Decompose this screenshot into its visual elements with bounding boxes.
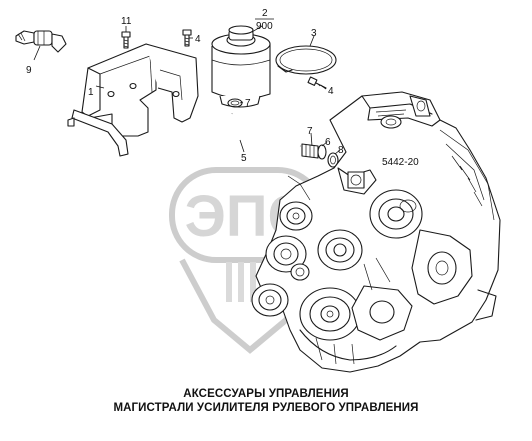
callout-part-3: 3	[311, 28, 317, 39]
callout-part-9: 9	[26, 65, 32, 76]
engine-model-code: 5442-20	[382, 157, 419, 168]
callout-labels: 9 1 11 4 2 900 3 4 7 5 7 6 8 5442-20	[26, 8, 419, 168]
diagram-title-line-1: АКСЕССУАРЫ УПРАВЛЕНИЯ	[183, 388, 349, 400]
callout-leaders	[33, 25, 341, 155]
hose-fitting-part-6	[301, 143, 319, 159]
clamp-band-part-3	[275, 45, 337, 75]
callout-part-8: 8	[338, 145, 344, 156]
callout-part-2-top: 2	[262, 8, 268, 19]
pressure-sensor-part-9	[15, 30, 67, 53]
engine-block	[251, 91, 501, 373]
callout-part-11: 11	[121, 16, 132, 27]
screw-part-4b	[307, 76, 327, 89]
hose-clamp-part-7a	[227, 98, 243, 108]
callout-part-4a: 4	[195, 34, 201, 45]
diagram-title-line-2: МАГИСТРАЛИ УСИЛИТЕЛЯ РУЛЕВОГО УПРАВЛЕНИЯ	[113, 402, 419, 414]
reservoir-bracket-part-1	[67, 43, 199, 157]
bolt-part-4a	[182, 29, 192, 47]
hose-clamp-part-7b	[317, 144, 327, 160]
callout-part-2-bottom: 900	[256, 21, 273, 32]
callout-part-7a: 7	[245, 98, 251, 109]
callout-part-1: 1	[88, 87, 94, 98]
power-steering-reservoir-part-2	[211, 25, 271, 108]
callout-part-5: 5	[241, 153, 247, 164]
hose-part-5	[225, 113, 301, 149]
callout-part-7b: 7	[307, 126, 313, 137]
seal-ring-part-8	[327, 152, 339, 168]
callout-part-6: 6	[325, 137, 331, 148]
bolt-part-11	[121, 31, 131, 49]
callout-part-4b: 4	[328, 86, 334, 97]
